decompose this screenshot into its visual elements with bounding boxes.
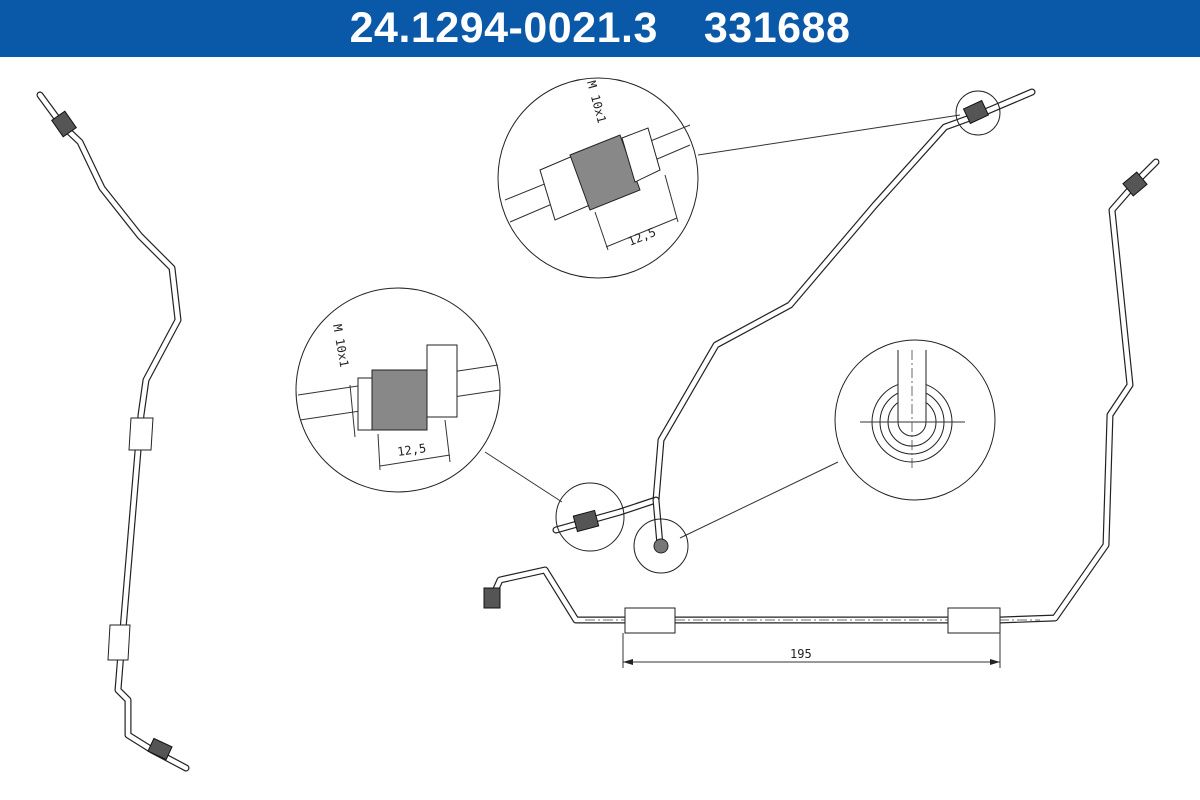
middle-fitting-bottom (572, 509, 600, 533)
detail-top-fitting: 12,5 M 10x1 (497, 77, 1001, 279)
title-bar: 24.1294-0021.3 331688 (0, 0, 1200, 57)
right-brake-line: 195 (483, 158, 1160, 668)
right-fitting-right (1122, 171, 1148, 197)
left-fitting-bottom (147, 737, 173, 761)
left-sleeve-bottom (107, 624, 131, 661)
detail-left-fitting: 12,5 M 10x1 (295, 287, 625, 552)
middle-fitting-top (962, 99, 990, 125)
article-number: 331688 (703, 4, 851, 52)
thread-length-left: 12,5 (396, 441, 427, 459)
brake-line-drawing: 195 12,5 M 10x1 12,5 M 10x1 (36, 77, 1160, 772)
middle-brake-line (552, 88, 1036, 549)
left-fitting-top (51, 110, 77, 138)
part-number: 24.1294-0021.3 (349, 4, 658, 52)
right-sleeve-right (947, 607, 1001, 634)
left-sleeve-top (128, 417, 154, 451)
sleeve-distance-label: 195 (790, 647, 812, 661)
left-brake-line (36, 91, 190, 772)
detail-end-view (633, 339, 996, 574)
right-fitting-left (483, 587, 501, 609)
right-sleeve-left (624, 607, 676, 634)
dimension-195: 195 (622, 633, 1001, 668)
